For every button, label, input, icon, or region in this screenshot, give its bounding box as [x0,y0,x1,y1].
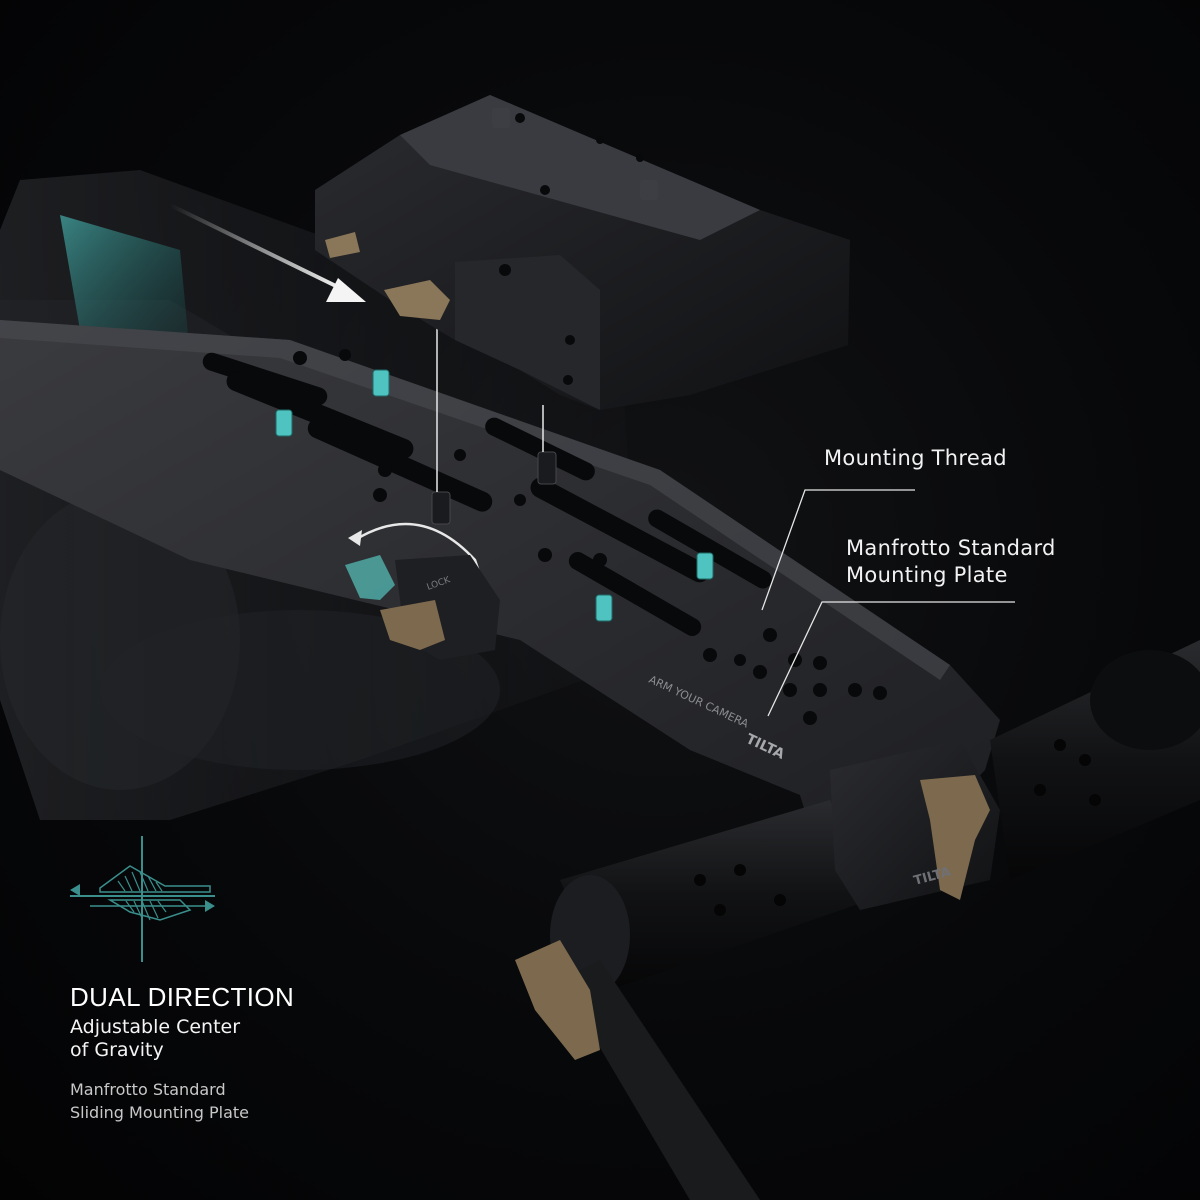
feature-subtitle: Adjustable Center of Gravity [70,1016,400,1062]
callout-mounting-plate: Manfrotto Standard Mounting Plate [846,535,1106,589]
callout-mounting-thread: Mounting Thread [824,446,1007,470]
callout-plate-line1: Manfrotto Standard [846,536,1056,560]
mounting-threads [431,451,557,525]
teal-screws [275,369,714,622]
teal-ghost-lever [345,555,395,600]
quick-release-clamp [315,95,850,410]
feature-title: DUAL DIRECTION [70,982,295,1012]
feature-note-line1: Manfrotto Standard [70,1080,226,1099]
plate-slots [202,352,772,636]
callout-line-plate [767,601,1015,717]
callout-line-thread [761,489,915,611]
qr-screw-front [492,108,510,128]
qr-screw-back [640,180,658,200]
feature-subtitle-line1: Adjustable Center [70,1016,241,1038]
feature-description: DUAL DIRECTION Adjustable Center of Grav… [70,980,400,1124]
rotation-indicator [345,522,487,600]
plate-lock-knob: LOCK [380,555,500,660]
callout-plate-line2: Mounting Plate [846,563,1008,587]
ghost-teal-highlight [60,215,190,355]
slide-arrow-upper [169,203,366,302]
feature-subtitle-line2: of Gravity [70,1039,164,1061]
feature-note-line2: Sliding Mounting Plate [70,1103,250,1122]
handle-lever [515,940,600,1060]
rod-clamp-lever [920,775,990,900]
qr-locking-lever [384,280,450,320]
main-mounting-plate: ARM YOUR CAMERA TILTA [0,320,1000,900]
feature-note: Manfrotto Standard Sliding Mounting Plat… [70,1078,400,1124]
rod-assembly: TILTA [515,640,1200,1200]
dual-direction-arrows-icon [70,836,215,962]
qr-small-lever [325,232,360,258]
plate-holes [293,349,887,725]
